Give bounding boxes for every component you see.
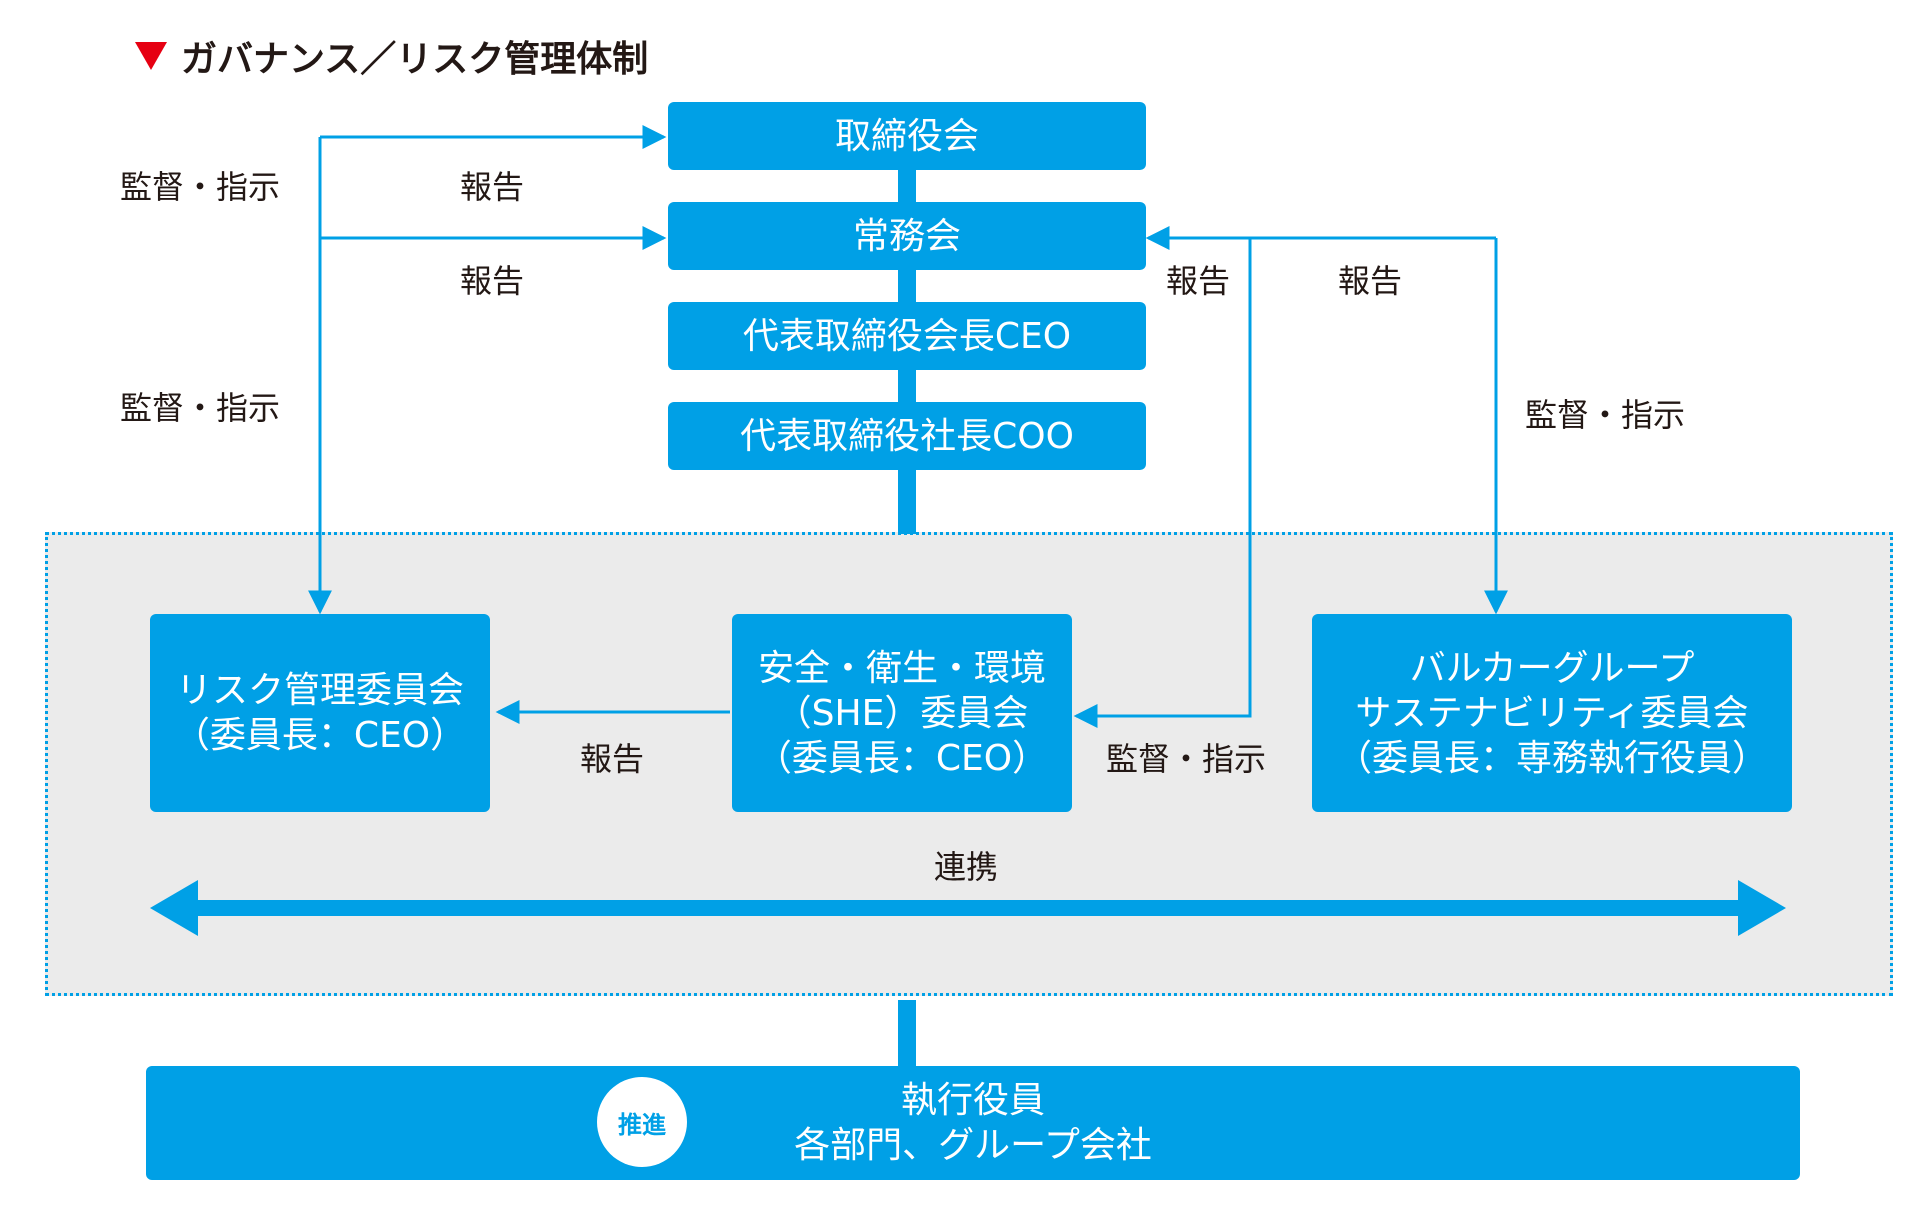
collab-arrow-left-icon [150, 880, 198, 936]
she-committee-box: 安全・衛生・環境 （SHE）委員会 （委員長：CEO） [732, 614, 1072, 812]
ceo-box: 代表取締役会長CEO [668, 302, 1146, 370]
executive-committee-box: 常務会 [668, 202, 1146, 270]
risk-committee-box: リスク管理委員会 （委員長：CEO） [150, 614, 490, 812]
ceo-label: 代表取締役会長CEO [742, 315, 1072, 357]
collab-arrow-right-icon [1738, 880, 1786, 936]
execution-line2: 各部門、グループ会社 [794, 1125, 1152, 1166]
execution-box: 執行役員 各部門、グループ会社 [146, 1066, 1800, 1180]
collab-bar [192, 900, 1740, 916]
board-label: 取締役会 [834, 115, 979, 157]
risk-committee-chair: （委員長：CEO） [173, 715, 467, 756]
title-text: ガバナンス／リスク管理体制 [181, 39, 649, 80]
spine-bottom [898, 1000, 916, 1066]
she-committee-line2: （SHE）委員会 [775, 692, 1029, 734]
coo-box: 代表取締役社長COO [668, 402, 1146, 470]
promote-badge: 推進 [597, 1077, 687, 1167]
board-box: 取締役会 [668, 102, 1146, 170]
collaboration-label: 連携 [934, 848, 999, 886]
she-committee-chair: （委員長：CEO） [755, 737, 1049, 779]
coo-label: 代表取締役社長COO [740, 415, 1074, 457]
sustainability-committee-box: バルカーグループ サステナビリティ委員会 （委員長：専務執行役員） [1312, 614, 1792, 812]
sustainability-line2: サステナビリティ委員会 [1355, 692, 1749, 734]
report-label-she-to-risk: 報告 [580, 740, 645, 778]
execution-line1: 執行役員 [900, 1080, 1045, 1121]
she-supervise-arrow [1073, 238, 1252, 728]
executive-committee-label: 常務会 [852, 215, 961, 257]
triangle-marker-icon [135, 42, 167, 70]
risk-committee-name: リスク管理委員会 [175, 670, 464, 711]
report-label-board: 報告 [460, 168, 525, 206]
report-label-sustainability: 報告 [1338, 262, 1403, 300]
supervise-label-left-middle: 監督・指示 [120, 389, 281, 427]
supervise-label-right: 監督・指示 [1525, 396, 1686, 434]
report-label-she: 報告 [1166, 262, 1231, 300]
page-title: ガバナンス／リスク管理体制 [135, 30, 648, 82]
sustainability-line1: バルカーグループ [1409, 647, 1695, 689]
sustainability-chair: （委員長：専務執行役員） [1335, 737, 1768, 779]
she-committee-line1: 安全・衛生・環境 [757, 647, 1046, 689]
report-label-exec: 報告 [460, 262, 525, 300]
supervise-label-she: 監督・指示 [1106, 740, 1267, 778]
supervise-label-left-top: 監督・指示 [120, 168, 281, 206]
promote-label: 推進 [618, 1110, 666, 1139]
